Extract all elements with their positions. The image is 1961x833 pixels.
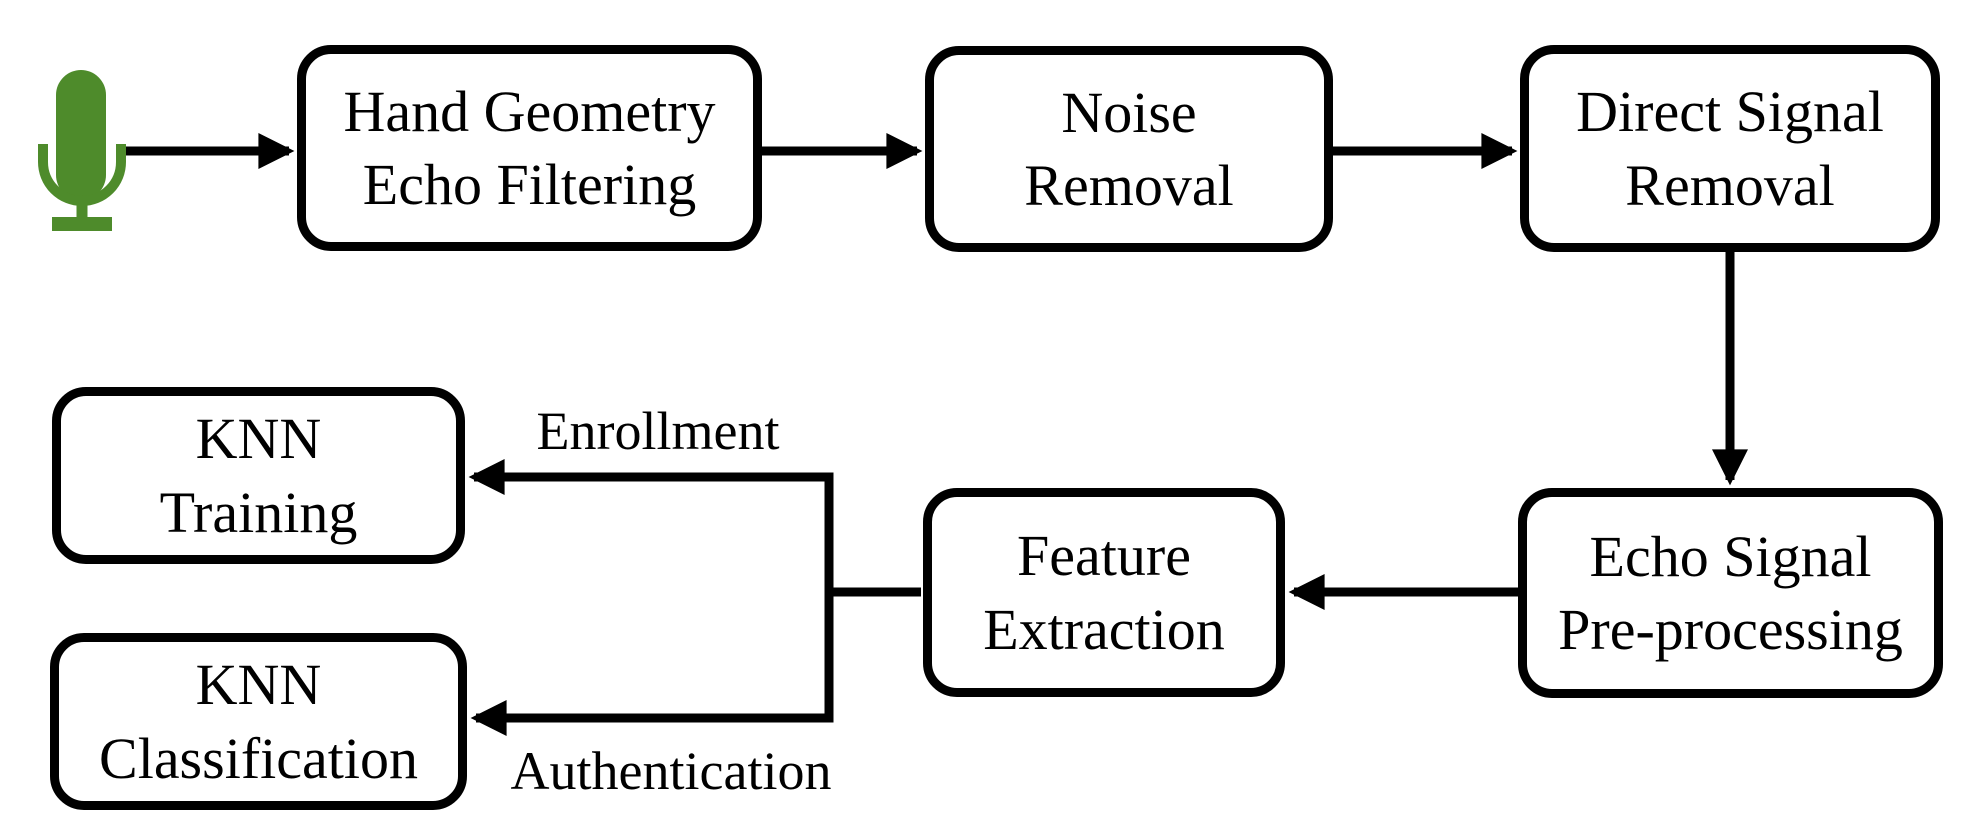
microphone-stem — [76, 201, 88, 219]
node-label-line: Feature — [1017, 523, 1191, 589]
node-label-line: Noise — [1061, 79, 1197, 145]
node-label-line: Extraction — [983, 596, 1225, 662]
node-hand-geometry-echo-filtering: Hand Geometry Echo Filtering — [297, 45, 762, 251]
node-label-line: KNN — [195, 652, 322, 718]
microphone-capsule — [56, 70, 106, 200]
node-direct-signal-removal: Direct Signal Removal — [1520, 45, 1940, 252]
node-knn-training: KNN Training — [52, 387, 465, 564]
node-echo-signal-pre-processing: Echo Signal Pre-processing — [1518, 488, 1943, 698]
node-label-line: Direct Signal — [1576, 79, 1884, 145]
node-label-line: Classification — [99, 725, 418, 791]
node-label-line: Removal — [1024, 153, 1234, 218]
edge-label-authentication: Authentication — [510, 741, 832, 801]
edge-label-enrollment: Enrollment — [536, 401, 780, 461]
node-label-line: Echo Filtering — [362, 152, 697, 217]
node-label-line: Training — [159, 479, 358, 545]
node-noise-removal: Noise Removal — [925, 46, 1333, 252]
node-feature-extraction: Feature Extraction — [923, 488, 1285, 697]
node-label-line: KNN — [195, 406, 322, 472]
node-label-line: Echo Signal — [1589, 523, 1872, 589]
node-label-line: Hand Geometry — [343, 78, 716, 144]
node-label-line: Removal — [1625, 152, 1835, 218]
node-label-line: Pre-processing — [1558, 597, 1903, 662]
node-knn-classification: KNN Classification — [50, 633, 467, 810]
microphone-icon — [38, 70, 126, 231]
microphone-base — [52, 217, 112, 231]
